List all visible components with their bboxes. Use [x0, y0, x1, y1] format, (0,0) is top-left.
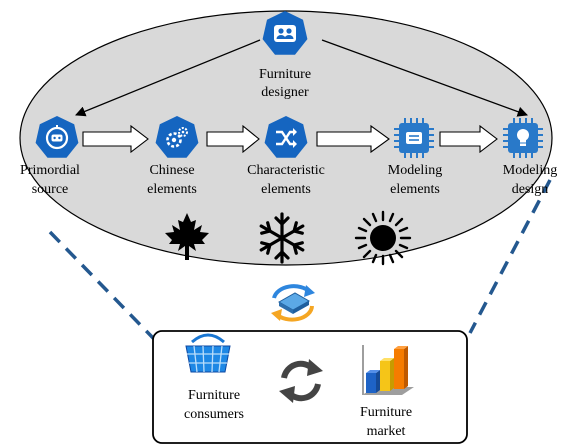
dashed-connector-left	[48, 230, 157, 342]
pipeline-node-chinese: Chinese elements	[147, 116, 199, 197]
maple-leaf-icon	[165, 213, 209, 260]
designer-label-line1: Furniture	[259, 67, 311, 82]
people-icon	[262, 11, 308, 55]
shopping-basket-icon	[185, 333, 231, 373]
chinese-label-line1: Chinese	[149, 163, 194, 178]
sync-icon	[279, 359, 323, 403]
pipeline-node-primordial: Primordial source	[20, 116, 80, 197]
block-arrow-1	[82, 124, 149, 154]
arrow-designer-to-design	[321, 39, 528, 117]
block-arrows	[82, 124, 498, 154]
modeling-elements-label-line1: Modeling	[388, 163, 442, 178]
shuffle-icon	[264, 116, 308, 158]
consumers-label-line2: consumers	[184, 407, 244, 422]
consumers-label-line1: Furniture	[188, 388, 240, 403]
market-label-line2: market	[367, 424, 406, 439]
arrow-designer-to-source	[75, 39, 261, 117]
market-label-line1: Furniture	[360, 405, 412, 420]
robot-face-icon	[35, 116, 79, 158]
pipeline-node-characteristic: Characteristic elements	[247, 116, 325, 197]
designer-node: Furniture designer	[259, 11, 311, 100]
block-arrow-3	[316, 124, 390, 154]
chinese-label-line2: elements	[147, 182, 197, 197]
bar-chart-icon	[362, 345, 414, 395]
chip-icon	[394, 118, 434, 158]
designer-label-line2: designer	[261, 85, 309, 100]
modeling-elements-label-line2: elements	[390, 182, 440, 197]
pipeline-node-modeling-design: Modeling design	[503, 118, 557, 197]
modeling-design-label-line2: design	[512, 182, 549, 197]
primordial-label-line1: Primordial	[20, 163, 80, 178]
modeling-design-label-line1: Modeling	[503, 163, 557, 178]
sun-icon	[354, 210, 412, 266]
gears-icon	[155, 116, 199, 158]
cycle-server-icon	[271, 284, 315, 322]
snowflake-icon	[259, 212, 305, 264]
characteristic-label-line1: Characteristic	[247, 163, 325, 178]
block-arrow-2	[206, 124, 260, 154]
primordial-label-line2: source	[32, 182, 69, 197]
chip-bulb-icon	[503, 118, 543, 158]
block-arrow-4	[439, 124, 498, 154]
pipeline-node-modeling-elements: Modeling elements	[388, 118, 442, 197]
characteristic-label-line2: elements	[261, 182, 311, 197]
dashed-connector-right	[468, 179, 552, 334]
